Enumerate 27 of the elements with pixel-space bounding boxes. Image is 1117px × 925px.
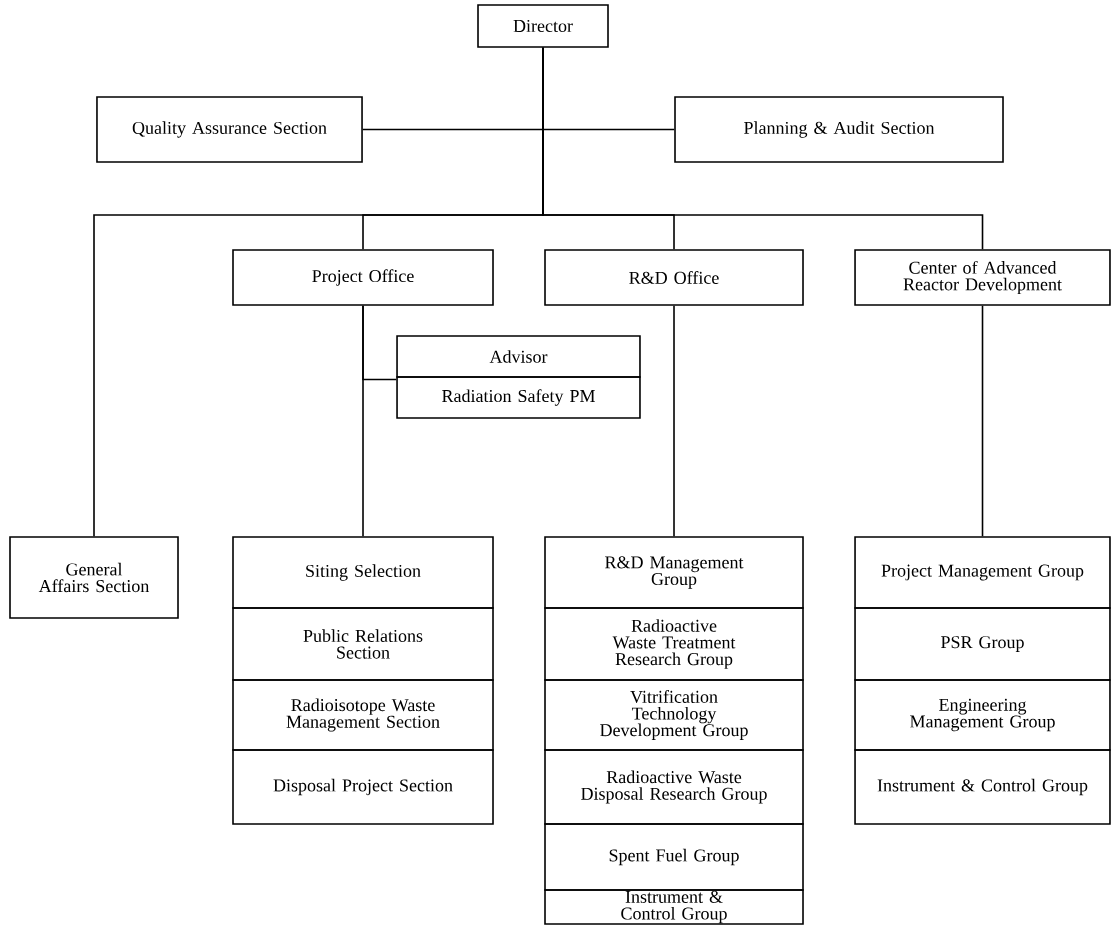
org-box: Planning & Audit Section [674, 96, 1004, 163]
connector-line [542, 47, 984, 251]
connector-line [981, 304, 984, 538]
org-box: Radioactive Waste Disposal Research Group [544, 749, 804, 825]
org-box: Siting Selection [232, 536, 494, 609]
connector-line [362, 304, 364, 538]
org-box: General Affairs Section [9, 536, 179, 619]
org-box: Instrument & Control Group [544, 889, 804, 925]
org-box: R&D Office [544, 249, 804, 306]
connector-line [673, 304, 675, 538]
org-box: Advisor [396, 335, 641, 378]
org-box: Radioactive Waste Treatment Research Group [544, 607, 804, 681]
org-box: Quality Assurance Section [96, 96, 363, 163]
org-box: Instrument & Control Group [854, 749, 1111, 825]
org-box: Engineering Management Group [854, 679, 1111, 751]
org-box: Director [477, 4, 609, 48]
org-box: Project Management Group [854, 536, 1111, 609]
org-box: R&D Management Group [544, 536, 804, 609]
org-box: Center of Advanced Reactor Development [854, 249, 1111, 306]
org-box: Project Office [232, 249, 494, 306]
org-box: PSR Group [854, 607, 1111, 681]
org-box: Disposal Project Section [232, 749, 494, 825]
org-box: Public Relations Section [232, 607, 494, 681]
org-box: Vitrification Technology Development Group [544, 679, 804, 751]
org-box: Radioisotope Waste Management Section [232, 679, 494, 751]
org-box: Spent Fuel Group [544, 823, 804, 891]
org-box: Radiation Safety PM [396, 376, 641, 419]
